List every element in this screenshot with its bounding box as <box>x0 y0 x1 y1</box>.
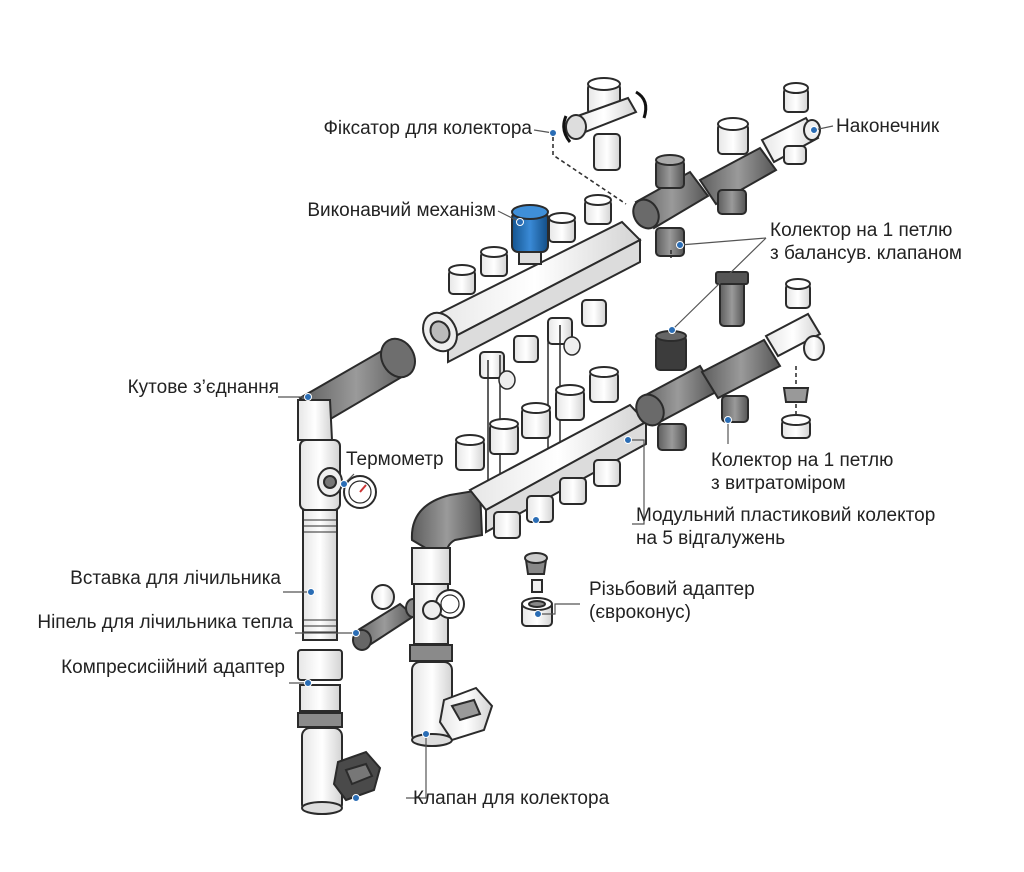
label-threaded-adapter-line2: (євроконус) <box>589 602 691 623</box>
label-end-cap: Наконечник <box>836 116 940 137</box>
label-meter-insert: Вставка для лічильника <box>70 568 281 589</box>
collector-flowmeter <box>635 271 825 451</box>
label-collector-balancing: Колектор на 1 петлю з балансув. клапаном <box>770 219 962 265</box>
label-collector-flowmeter: Колектор на 1 петлю з витратоміром <box>711 449 893 495</box>
lower-caps <box>455 366 619 471</box>
right-riser <box>409 488 494 747</box>
label-collector-flowmeter-line2: з витратоміром <box>711 473 846 494</box>
label-thermometer: Термометр <box>346 449 444 470</box>
label-collector-valve: Клапан для колектора <box>413 788 610 809</box>
leader-dots <box>304 126 818 802</box>
upper-manifold <box>422 194 642 379</box>
lower-outlets <box>493 459 621 539</box>
assembly-dashes <box>552 137 797 418</box>
label-modular-collector-line1: Модульний пластиковий колектор <box>636 505 936 526</box>
left-riser <box>297 337 416 815</box>
label-actuator: Виконавчий механізм <box>307 200 496 221</box>
label-threaded-adapter-line1: Різьбовий адаптер <box>589 579 755 600</box>
collector-balancing <box>632 82 821 257</box>
label-modular-collector: Модульний пластиковий колектор на 5 відг… <box>636 504 935 550</box>
leader-lines <box>278 125 834 799</box>
actuator-blue <box>511 204 549 265</box>
upper-outlets <box>479 299 607 379</box>
label-threaded-adapter: Різьбовий адаптер (євроконус) <box>589 578 755 624</box>
label-compression-adapter: Компресисіійний адаптер <box>61 657 285 678</box>
label-fixator: Фіксатор для колектора <box>323 118 532 139</box>
label-heat-meter-nipple: Ніпель для лічильника тепла <box>37 612 293 633</box>
label-collector-balancing-line1: Колектор на 1 петлю <box>770 220 953 241</box>
label-collector-balancing-line2: з балансув. клапаном <box>770 243 962 264</box>
label-modular-collector-line2: на 5 відгалужень <box>636 528 786 549</box>
fixator-part <box>562 77 648 171</box>
label-collector-flowmeter-line1: Колектор на 1 петлю <box>711 450 894 471</box>
meter-nipple-parts <box>352 584 421 651</box>
label-angle-joint: Кутове з’єднання <box>127 377 279 398</box>
upper-caps <box>448 194 612 295</box>
lower-manifold <box>455 366 648 539</box>
